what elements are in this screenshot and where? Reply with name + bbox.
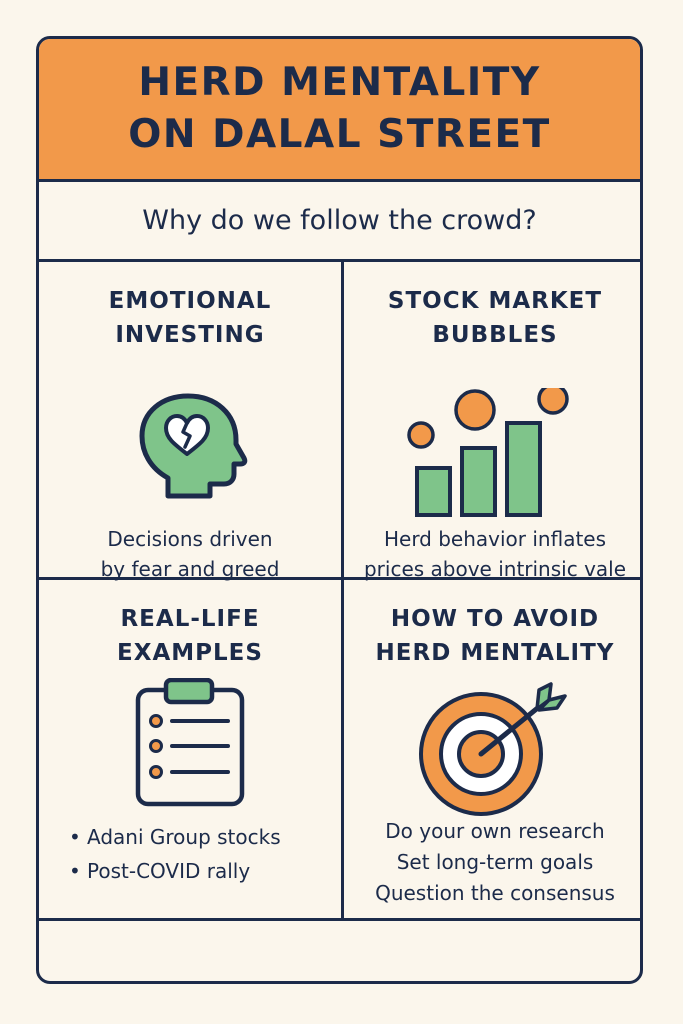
bar-chart-bubbles-icon [407,388,569,517]
description-line: Herd behavior inflates [383,527,607,551]
section-description: Herd behavior inflates prices above intr… [344,524,640,584]
description-line: by fear and greed [100,557,280,581]
subtitle-row: Why do we follow the crowd? [39,182,640,262]
section-description: Decisions driven by fear and greed [39,524,341,584]
section-title: EMOTIONAL INVESTING [108,288,272,348]
footer-blank-strip [39,921,640,981]
examples-list: Adani Group stocks Post-COVID rally [69,820,281,888]
section-real-life-examples: REAL-LIFE EXAMPLES Adani Group stocks Po… [39,580,344,921]
section-how-to-avoid: HOW TO AVOID HERD MENTALITY Do your own … [344,580,640,921]
description-line: Decisions driven [107,527,273,551]
section-emotional-investing: EMOTIONAL INVESTING Decisions driven by … [39,262,344,581]
section-title: STOCK MARKET BUBBLES [387,288,603,348]
list-item: Post-COVID rally [69,854,281,888]
subtitle: Why do we follow the crowd? [142,205,537,236]
section-title: HOW TO AVOID HERD MENTALITY [375,606,615,666]
description-line: Set long-term goals [396,850,594,874]
description-line: Question the consensus [375,881,615,905]
list-item: Adani Group stocks [69,820,281,854]
target-arrow-icon [419,682,567,816]
page-title: HERD MENTALITY ON DALAL STREET [128,60,551,157]
infographic-card: HERD MENTALITY ON DALAL STREET Why do we… [36,36,643,984]
section-stock-market-bubbles: STOCK MARKET BUBBLES Herd behavior infla… [344,262,640,581]
head-broken-heart-icon [139,393,248,499]
clipboard-checklist-icon [135,678,245,807]
description-line: prices above intrinsic vale [363,557,627,581]
header-banner: HERD MENTALITY ON DALAL STREET [39,39,640,182]
description-line: Do your own research [385,819,605,843]
section-title: REAL-LIFE EXAMPLES [117,606,263,666]
section-description: Do your own research Set long-term goals… [344,816,640,909]
